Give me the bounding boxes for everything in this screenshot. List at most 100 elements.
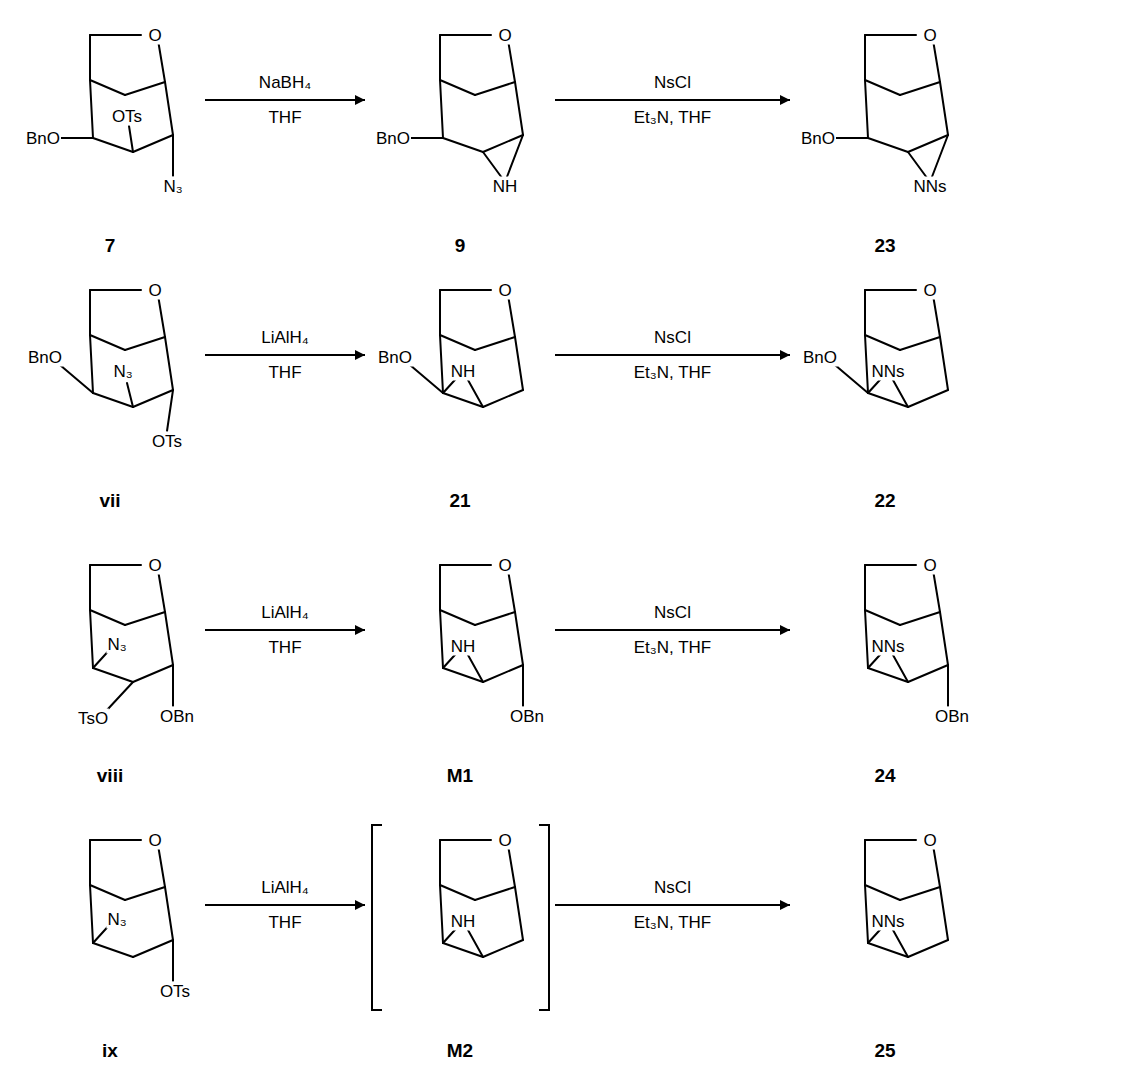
bond <box>940 337 948 390</box>
condition-label: Et₃N, THF <box>632 638 713 657</box>
bond <box>865 335 868 393</box>
atom-label: NNs <box>870 637 905 656</box>
compound-number: 7 <box>104 235 117 256</box>
bond <box>508 570 515 612</box>
reaction-arrow <box>205 99 365 101</box>
bond <box>515 337 523 390</box>
bond <box>89 565 91 610</box>
bond <box>865 564 916 566</box>
compound: ONNs25 <box>790 815 980 1060</box>
compound-number: 21 <box>448 490 471 511</box>
bond <box>165 82 173 135</box>
bond <box>133 135 173 152</box>
bond <box>440 80 475 95</box>
atom-label: N₃ <box>112 362 133 381</box>
bond <box>864 565 866 610</box>
atom-label: BnO <box>800 129 836 148</box>
atom-label: O <box>497 281 512 300</box>
bond <box>440 564 491 566</box>
bond <box>172 135 174 176</box>
bond <box>475 887 515 900</box>
compound: BnOONH21 <box>365 265 555 510</box>
bond <box>483 665 523 682</box>
reagent-label: NsCl <box>652 603 693 622</box>
bond <box>93 943 133 957</box>
reagent-label: NsCl <box>652 73 693 92</box>
bond <box>865 839 916 841</box>
bracket <box>372 825 382 1010</box>
atom-label: OBn <box>934 707 970 726</box>
compound-number: ix <box>101 1040 119 1061</box>
bond <box>505 135 523 182</box>
bond <box>125 887 165 900</box>
bond <box>440 885 475 900</box>
atom-label: BnO <box>802 348 838 367</box>
bond <box>60 137 93 139</box>
bond <box>90 335 93 393</box>
bracket <box>539 825 549 1010</box>
bond <box>440 335 443 393</box>
bond <box>125 337 165 350</box>
bond <box>483 390 523 407</box>
bond <box>89 35 91 80</box>
atom-label: NNs <box>912 177 947 196</box>
bond <box>125 612 165 625</box>
bond <box>940 887 948 940</box>
bond <box>439 35 441 80</box>
bond <box>864 35 866 80</box>
bond <box>908 390 948 407</box>
atom-label: O <box>922 556 937 575</box>
compound-number: M1 <box>446 765 474 786</box>
bond <box>90 335 125 350</box>
bond <box>933 845 940 887</box>
atom-label: NH <box>450 912 477 931</box>
bond <box>835 365 868 393</box>
bond <box>900 612 940 625</box>
compound: BnOONNs22 <box>790 265 980 510</box>
bond <box>522 665 524 706</box>
bond <box>167 390 173 431</box>
condition-label: THF <box>266 638 303 657</box>
condition-label: Et₃N, THF <box>632 363 713 382</box>
condition-label: THF <box>266 363 303 382</box>
structure-bonds <box>790 815 980 1060</box>
compound: OBnONNs23 <box>790 10 980 255</box>
bond <box>107 682 133 710</box>
bond <box>475 82 515 95</box>
reagent-label: NaBH₄ <box>257 73 313 92</box>
condition-label: Et₃N, THF <box>632 913 713 932</box>
bond <box>835 137 868 139</box>
reagent-label: LiAlH₄ <box>259 878 311 897</box>
compound: ON₃OTsix <box>15 815 205 1060</box>
bond <box>158 40 165 82</box>
bond <box>165 887 173 940</box>
atom-label: O <box>147 556 162 575</box>
reaction-arrow <box>205 629 365 631</box>
bond <box>508 295 515 337</box>
bond <box>90 289 141 291</box>
reagent-label: NsCl <box>652 328 693 347</box>
bond <box>440 335 475 350</box>
bond <box>440 289 491 291</box>
bond <box>440 839 491 841</box>
atom-label: O <box>147 281 162 300</box>
bond <box>900 82 940 95</box>
bond <box>865 610 868 668</box>
bond <box>172 940 174 981</box>
bond <box>865 80 900 95</box>
bond <box>515 82 523 135</box>
bond <box>90 610 93 668</box>
bond <box>158 845 165 887</box>
bond <box>933 570 940 612</box>
bond <box>508 40 515 82</box>
bond <box>865 80 868 138</box>
bond <box>865 885 900 900</box>
atom-label: N₃ <box>106 635 127 654</box>
atom-label: NNs <box>870 912 905 931</box>
bond <box>439 840 441 885</box>
reaction-arrow <box>555 904 790 906</box>
bond <box>439 290 441 335</box>
structure-bonds <box>790 265 980 510</box>
bond <box>440 80 443 138</box>
